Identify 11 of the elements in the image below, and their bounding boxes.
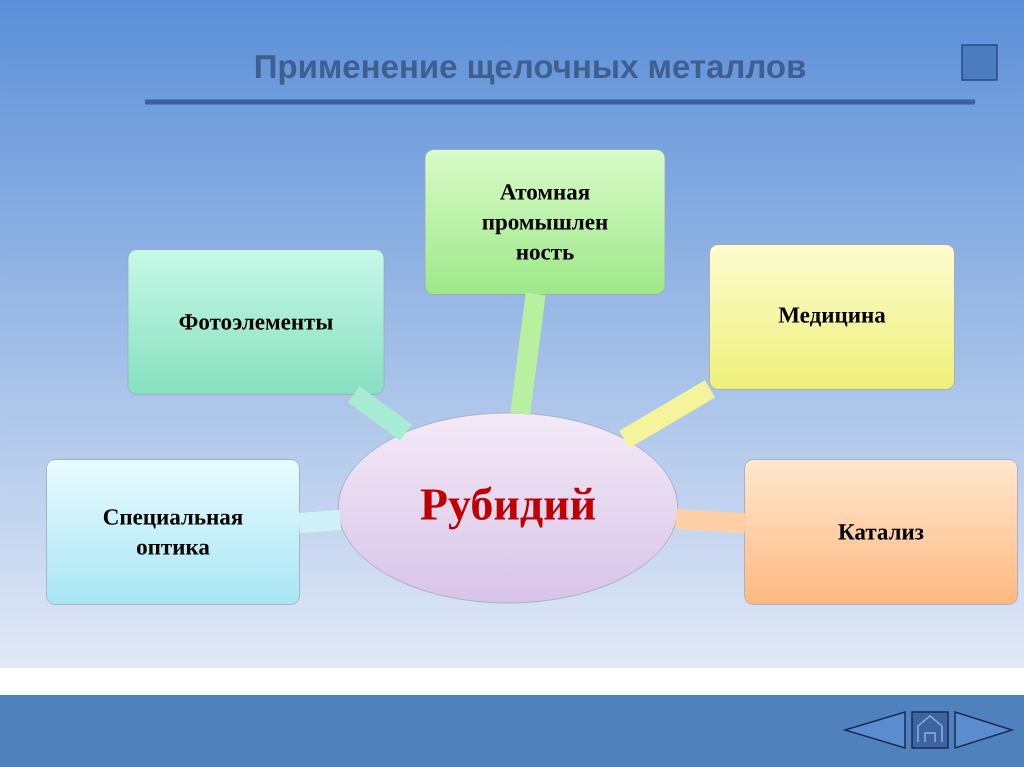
topic-box: Специальная оптика [46,459,300,605]
connector-bar [675,508,746,534]
connector-bar [298,510,342,533]
topic-box: Фотоэлементы [127,249,385,395]
connector-bar [347,386,412,441]
connector-bar [619,380,716,448]
topic-box: Медицина [709,244,955,390]
connector-bar [510,292,546,416]
title: Применение щелочных металлов [255,55,806,85]
topic-box: Катализ [744,459,1018,605]
topic-box: Атомная промышлен ность [424,149,666,295]
